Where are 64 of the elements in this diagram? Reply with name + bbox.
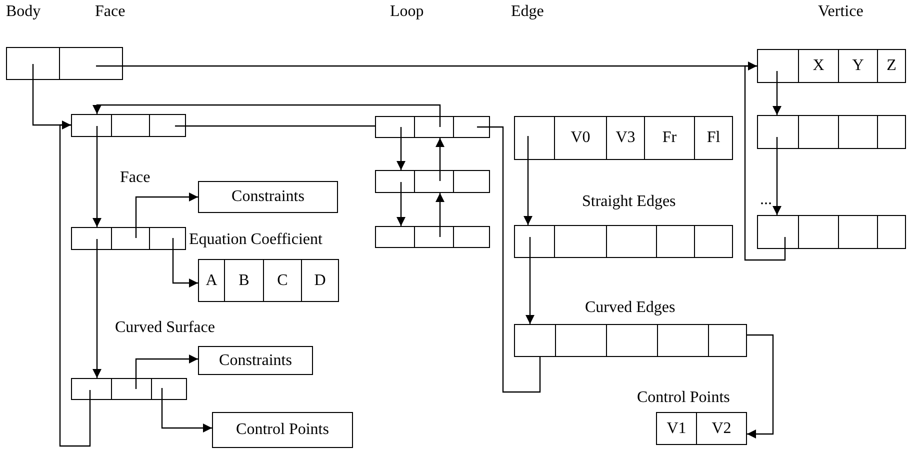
arrow	[436, 193, 444, 237]
record-box	[198, 259, 339, 302]
record-box	[71, 114, 186, 137]
record-box	[212, 412, 353, 448]
label-text: Face	[95, 2, 126, 22]
arrow	[772, 71, 782, 115]
cell-text: V3	[616, 130, 636, 146]
label-text: Vertice	[818, 2, 864, 22]
cell-text: C	[277, 272, 288, 288]
record-box	[757, 215, 906, 249]
label-text: Loop	[390, 2, 424, 22]
arrow	[135, 354, 198, 389]
arrow	[747, 334, 774, 438]
box-text: Constraints	[219, 352, 292, 368]
arrow	[161, 388, 212, 432]
record-box	[71, 378, 187, 400]
arrow	[744, 62, 786, 261]
cell-text: D	[314, 272, 326, 288]
arrow	[92, 239, 102, 378]
label-text: Body	[6, 2, 41, 22]
record-box	[6, 47, 123, 80]
cell-text: B	[238, 272, 250, 288]
box-text: Control Points	[236, 422, 329, 438]
label-text: Edge	[511, 2, 544, 22]
record-box	[757, 49, 906, 83]
cell-text: V2	[712, 420, 732, 436]
arrow	[396, 182, 406, 226]
arrow	[396, 127, 406, 170]
label-text: Face	[120, 168, 150, 188]
arrow	[59, 120, 91, 447]
cell-text: Y	[852, 58, 864, 74]
record-box	[656, 412, 747, 445]
record-box	[375, 226, 490, 248]
arrow	[135, 192, 198, 238]
record-box	[198, 346, 313, 375]
cell-text: A	[206, 272, 218, 288]
record-box	[375, 170, 490, 193]
cell-text: V1	[666, 420, 686, 436]
label-text: Straight Edges	[582, 192, 676, 212]
cell-text: X	[812, 58, 824, 74]
record-box	[198, 181, 338, 213]
arrow	[92, 104, 441, 127]
record-box	[757, 115, 906, 149]
label-text: Equation Coefficient	[189, 230, 322, 250]
record-box	[71, 227, 186, 250]
record-box	[375, 116, 490, 138]
label-text: Curved Edges	[585, 298, 676, 318]
record-box	[514, 324, 747, 357]
cell-text: Fl	[706, 130, 720, 146]
arrow	[526, 237, 534, 324]
cell-text: V0	[570, 130, 590, 146]
cell-text: Z	[886, 58, 896, 74]
arrow	[92, 126, 102, 227]
label-text: Control Points	[637, 388, 730, 408]
label-text: ...	[760, 190, 772, 210]
arrow	[524, 136, 532, 225]
cell-text: Fr	[662, 130, 677, 146]
label-text: Curved Surface	[115, 318, 215, 338]
arrow	[436, 138, 444, 181]
record-box	[514, 225, 733, 258]
record-box	[514, 116, 733, 160]
arrow	[172, 238, 198, 288]
arrow	[772, 137, 782, 215]
box-text: Constraints	[232, 189, 304, 205]
